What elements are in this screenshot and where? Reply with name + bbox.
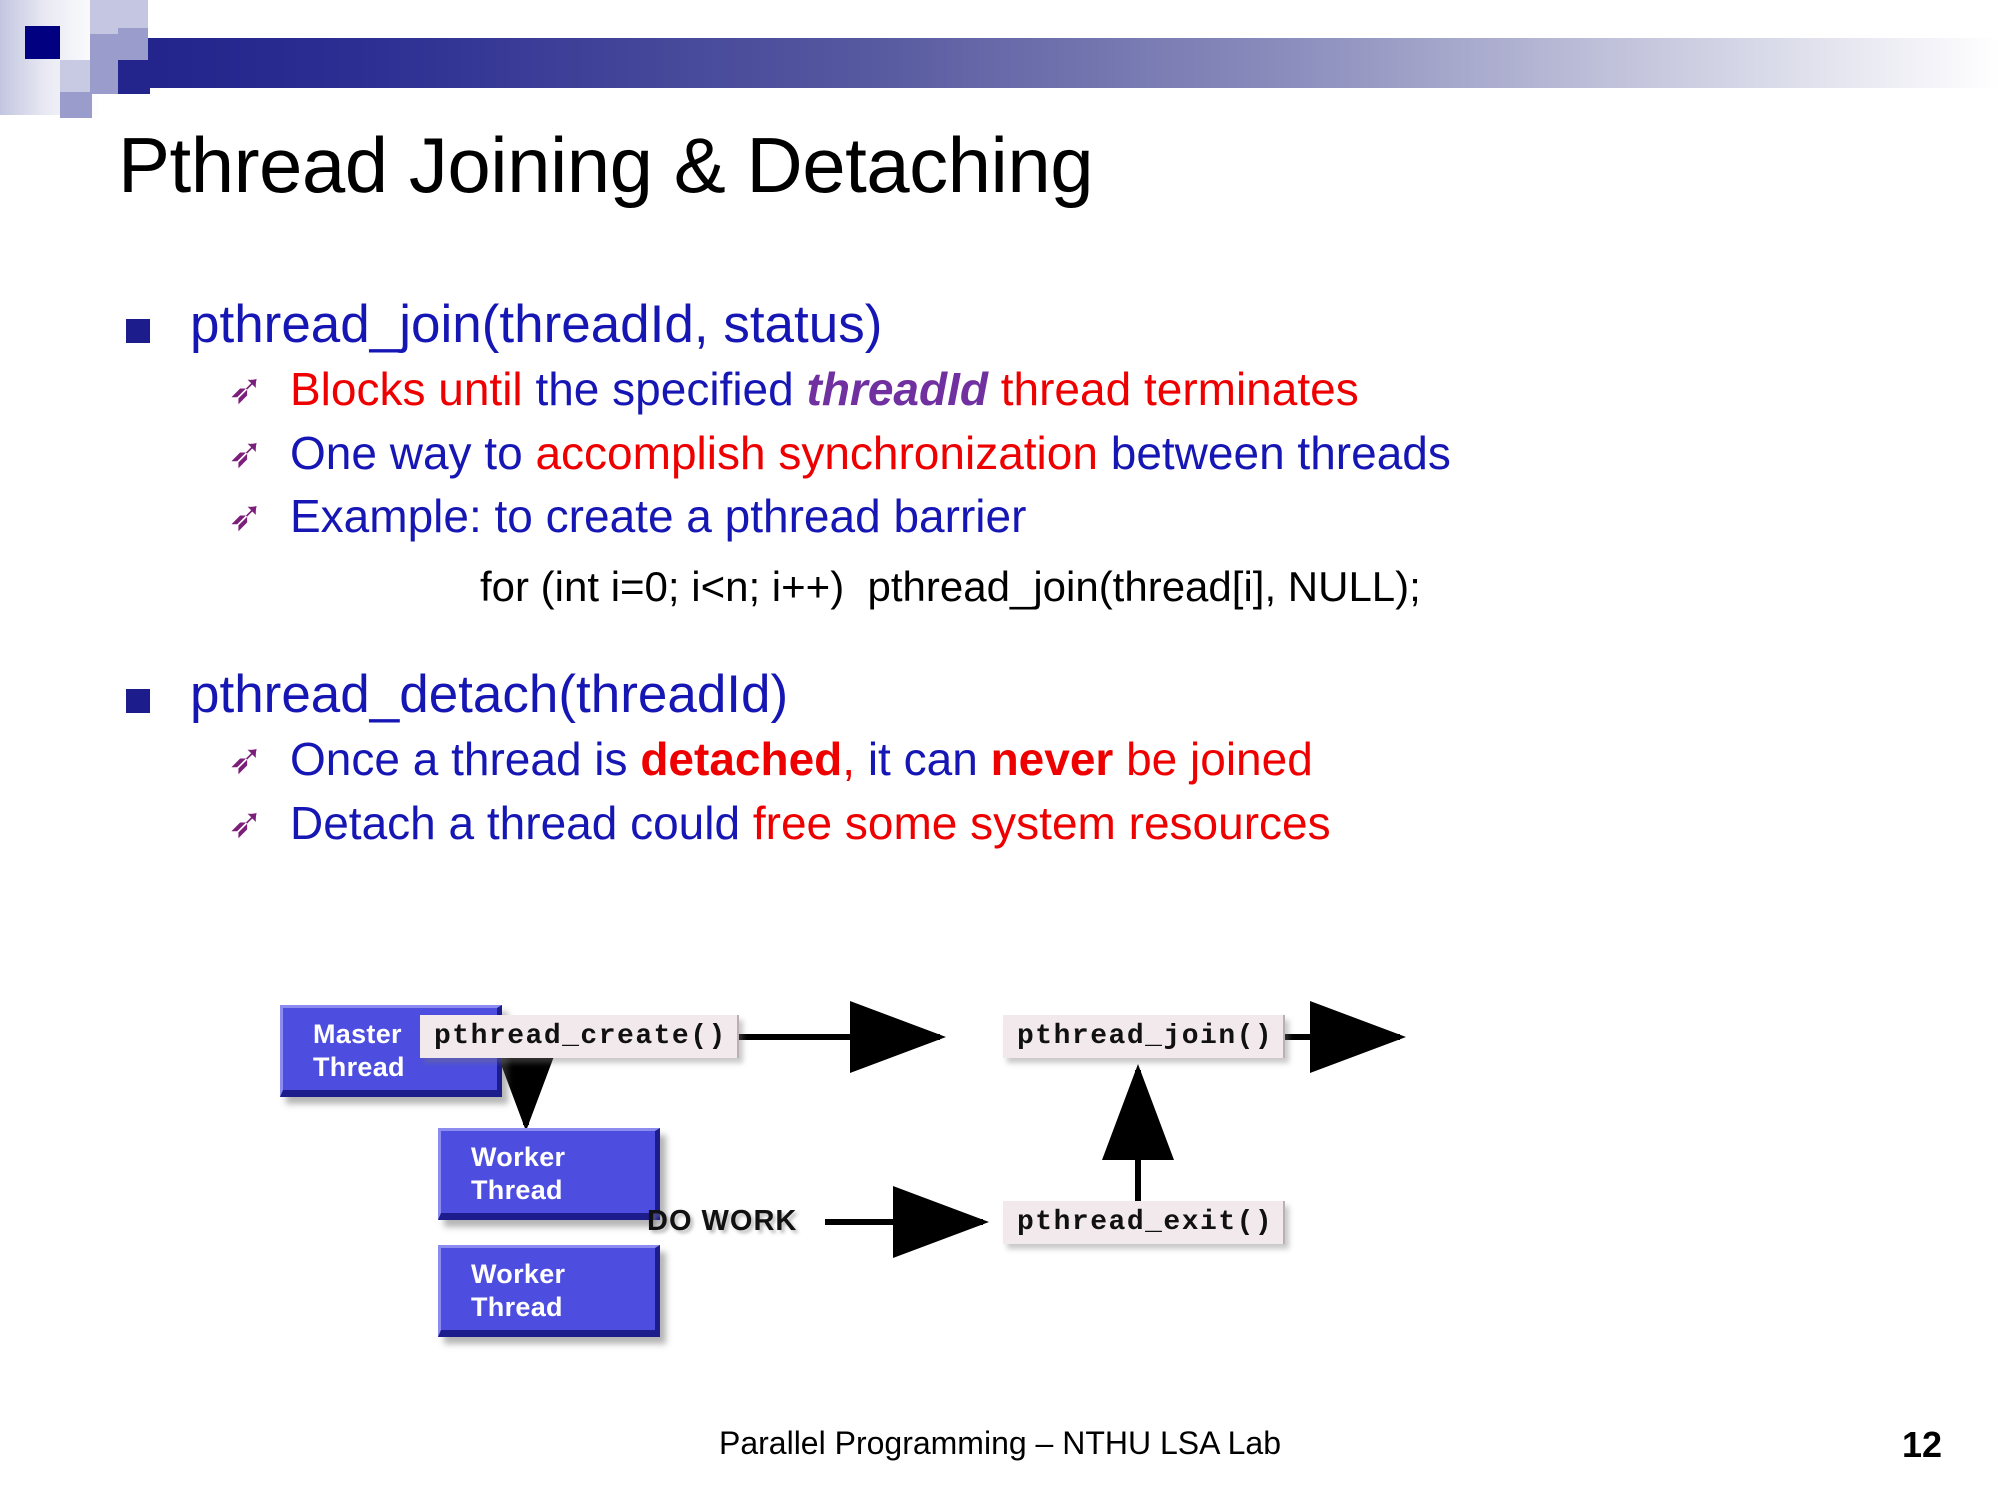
run-text: free some system resources [752,796,1331,849]
footer-text: Parallel Programming – NTHU LSA Lab [718,1425,1281,1461]
run-text: Detach a thread could [290,796,753,849]
run-text: never [990,733,1114,786]
deco-square-midblue-4 [118,28,148,60]
worker-thread-box-1: Worker Thread [438,1128,660,1220]
deco-square-lightblue-3 [118,0,148,28]
slide-body: pthread_join(threadId, status) ➶ Blocks u… [0,295,2000,855]
deco-square-navy-1 [25,26,60,59]
pthread-lifecycle-diagram: Master Thread Worker Thread Worker Threa… [280,1001,1800,1395]
box-line-1: Worker [471,1259,566,1289]
bullet-pthread-join: pthread_join(threadId, status) [0,295,2000,354]
deco-square-midblue-2 [60,92,92,118]
run-text: One way to [290,426,536,479]
sub-bullet-once-detached: ➶ Once a thread is detached, it can never… [0,728,2000,791]
arrow-bullet-icon: ➶ [228,798,264,846]
header-gradient-bar [148,38,2000,88]
square-bullet-icon [126,688,150,713]
sub-bullet-one-way-to: ➶ One way to accomplish synchronization b… [0,422,2000,485]
run-text: thread terminates [987,363,1359,416]
arrow-bullet-icon: ➶ [228,365,264,413]
deco-square-lightblue-1 [90,0,122,34]
section-spacer [0,617,2000,665]
arrow-bullet-icon: ➶ [228,492,264,540]
box-line-1: Master [313,1019,402,1049]
run-text: , [842,733,868,786]
arrow-bullet-icon: ➶ [228,735,264,783]
box-line-2: Thread [471,1174,563,1205]
code-snippet-join-loop: for (int i=0; i<n; i++) pthread_join(thr… [480,562,1421,610]
page-title: Pthread Joining & Detaching [118,121,1094,209]
run-text: accomplish synchronization [535,426,1098,479]
bullet-pthread-detach: pthread_detach(threadId) [0,665,2000,724]
sub-bullet-blocks-until: ➶ Blocks until the specified threadId thr… [0,358,2000,421]
run-text: be joined [1113,733,1313,786]
run-text: the specified [535,363,807,416]
box-line-2: Thread [471,1291,563,1322]
pthread-join-chip: pthread_join() [1003,1015,1286,1058]
square-bullet-icon [126,319,150,343]
run-text: detached [640,733,843,786]
box-line-2: Thread [313,1051,405,1082]
deco-square-midblue-3 [90,60,122,94]
run-text: it can [867,733,991,786]
run-text: Once a thread is [290,733,641,786]
page-number: 12 [1901,1424,1942,1465]
bullet-label: pthread_join(threadId, status) [190,295,883,354]
box-line-1: Worker [471,1142,566,1172]
run-text: threadId [806,363,988,416]
bullet-label: pthread_detach(threadId) [190,664,789,724]
diagram-connectors [490,1001,1406,1258]
pthread-create-chip: pthread_create() [420,1015,739,1058]
arrow-bullet-icon: ➶ [228,428,264,476]
sub-bullet-example-barrier: ➶ Example: to create a pthread barrier [0,485,2000,548]
run-text: Blocks until [290,363,536,416]
header-decoration [0,0,2000,118]
deco-square-deepnavy-1 [118,60,150,94]
run-text: between threads [1097,426,1451,479]
worker-thread-box-2: Worker Thread [438,1245,660,1337]
run-text: Example: to create a pthread barrier [290,490,1027,543]
do-work-label: DO WORK [647,1205,798,1237]
pthread-exit-chip: pthread_exit() [1003,1201,1286,1244]
deco-square-lightblue-2 [60,60,92,94]
sub-bullet-detach-frees-resources: ➶ Detach a thread could free some system … [0,792,2000,855]
